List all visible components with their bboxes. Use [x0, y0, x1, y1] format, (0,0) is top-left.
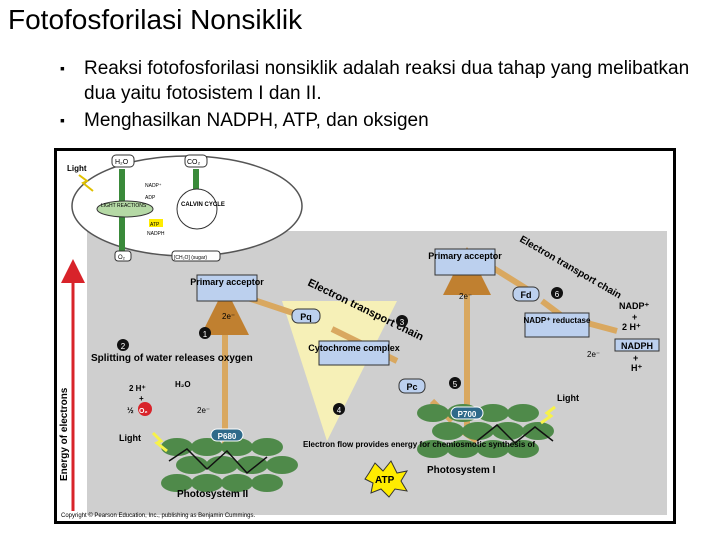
step-4: 4: [337, 406, 342, 415]
inset-o2: O₂: [118, 255, 126, 261]
light-label: Light: [119, 433, 141, 443]
cytochrome-label: Cytochrome complex: [308, 343, 400, 353]
bullet-text: Reaksi fotofosforilasi nonsiklik adalah …: [84, 58, 690, 104]
pq-box: [291, 308, 321, 324]
inset-nadp: NADP⁺: [145, 183, 162, 189]
splitting-label: Splitting of water releases oxygen: [91, 353, 253, 364]
bullet-item: ▪ Reaksi fotofosforilasi nonsiklik adala…: [60, 56, 700, 106]
photosystem-i-label: Photosystem I: [427, 465, 496, 476]
primary-acceptor-label: Primary acceptor: [428, 251, 502, 261]
nadp-reductase-label: NADP⁺ reductase: [524, 316, 591, 325]
two-e-label: 2e⁻: [587, 350, 600, 359]
photosystem-ii-label: Photosystem II: [177, 489, 248, 500]
step-3: 3: [400, 318, 405, 327]
atp-burst: [364, 460, 409, 498]
inset-nadph: NADPH: [147, 231, 165, 237]
primary-acceptor-label: Primary acceptor: [190, 277, 264, 287]
water-2h-label: 2 H⁺: [129, 384, 146, 393]
p680-label: P680: [218, 432, 237, 441]
primary-acceptor-box: [196, 274, 258, 302]
o2-label: O₂: [139, 408, 148, 415]
inset-light-reactions: LIGHT REACTIONS: [101, 203, 147, 209]
fd-box: [512, 286, 540, 302]
step-2: 2: [121, 342, 126, 351]
inset-light-icon: [78, 174, 94, 192]
inset-adp: ADP: [145, 195, 156, 201]
electron-flow-text: Electron flow provides energy for chemio…: [303, 440, 535, 449]
inset-h2o: H₂O: [115, 159, 129, 166]
noncyclic-diagram: Light H₂O CO₂ NADP⁺ ADP LIGHT REACTIONS …: [59, 154, 667, 519]
two-h-plus: 2 H⁺: [622, 322, 641, 332]
bullet-list: ▪ Reaksi fotofosforilasi nonsiklik adala…: [60, 56, 700, 135]
nadp-reductase-box: [524, 312, 590, 338]
inset-light-label: Light: [67, 164, 87, 173]
bullet-text: Menghasilkan NADPH, ATP, dan oksigen: [84, 110, 429, 131]
slide-title: Fotofosforilasi Nonsiklik: [8, 4, 303, 35]
inset-sugar: [CH₂O] (sugar): [174, 255, 207, 261]
p700-label: P700: [458, 410, 477, 419]
nadp-plus: NADP⁺: [619, 301, 650, 311]
h2o-label: H₂O: [175, 380, 191, 389]
plus-sign: +: [632, 312, 637, 322]
light-ray-icon: [540, 405, 556, 425]
copyright-text: Copyright © Pearson Education, Inc., pub…: [61, 512, 256, 519]
step-markers: 1 2 3 4 5 6: [117, 287, 563, 415]
atp-label: ATP: [375, 475, 395, 486]
h-plus: H⁺: [631, 363, 642, 373]
fd-label: Fd: [521, 290, 532, 300]
nadph-box: [614, 338, 660, 352]
two-e-label: 2e⁻: [459, 292, 472, 301]
pq-label: Pq: [300, 312, 312, 322]
inset-overview: Light H₂O CO₂ NADP⁺ ADP LIGHT REACTIONS …: [67, 154, 303, 262]
primary-acceptor-box: [434, 248, 496, 276]
pc-box: [398, 378, 426, 394]
inset-co2: CO₂: [187, 159, 201, 166]
two-e-label: 2e⁻: [197, 406, 210, 415]
photosystem-i: P700: [417, 404, 554, 458]
inset-atp: ATP: [150, 222, 160, 228]
bullet-item: ▪ Menghasilkan NADPH, ATP, dan oksigen: [60, 108, 700, 133]
light-label: Light: [557, 393, 579, 403]
photosynthesis-figure: Light H₂O CO₂ NADP⁺ ADP LIGHT REACTIONS …: [54, 148, 676, 524]
nadph-label: NADPH: [621, 341, 653, 351]
step-1: 1: [203, 330, 208, 339]
light-ray-icon: [151, 431, 168, 453]
pc-label: Pc: [406, 382, 417, 392]
plus-sign: +: [633, 353, 638, 363]
bullet-square-icon: ▪: [60, 112, 65, 128]
step-5: 5: [453, 380, 458, 389]
figure-canvas: Light H₂O CO₂ NADP⁺ ADP LIGHT REACTIONS …: [57, 151, 673, 521]
bullet-square-icon: ▪: [60, 60, 65, 76]
two-e-label: 2e⁻: [222, 312, 235, 321]
cytochrome-box: [318, 340, 390, 366]
water-plus-label: +: [139, 394, 144, 403]
y-axis-label: Energy of electrons: [59, 387, 70, 481]
oxygen-molecule: [138, 402, 152, 416]
step-6: 6: [555, 290, 560, 299]
inset-calvin: CALVIN CYCLE: [181, 202, 225, 208]
energy-glow: [282, 301, 397, 441]
water-half-label: ½: [127, 406, 134, 415]
photosystem-ii: P680: [161, 428, 298, 492]
